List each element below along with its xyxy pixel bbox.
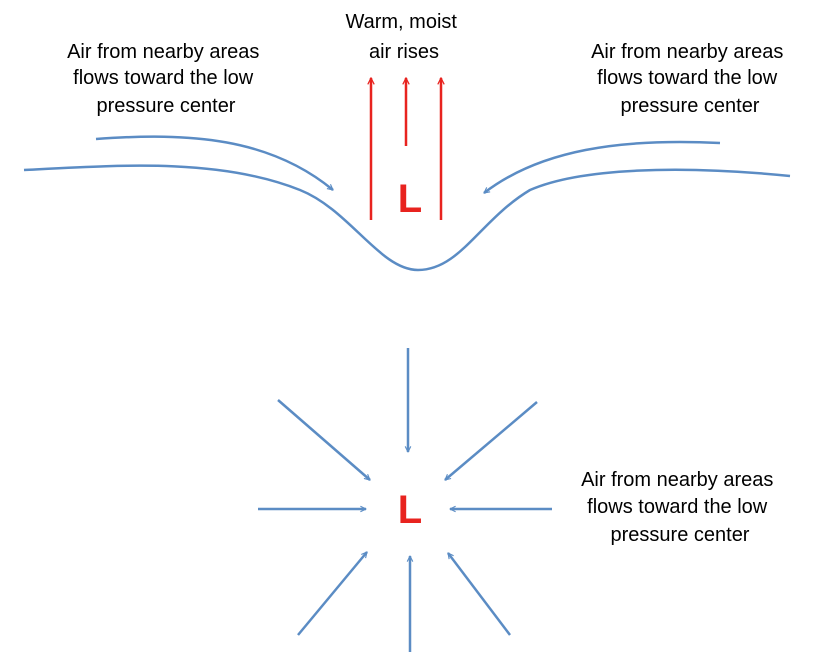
left-inflow-label: Air from nearby areas flows toward the l…: [67, 41, 265, 117]
inflow-arrow-northeast: [445, 401, 538, 481]
right-inflow-arrow: [484, 140, 721, 194]
map-inflow-label: Air from nearby areas flows toward the l…: [581, 469, 779, 546]
pressure-surface-curve: [23, 164, 791, 272]
rising-air-label: Warm, moist air rises: [345, 11, 462, 63]
cross-section-panel: L Warm, moist air rises Air from nearby …: [23, 11, 791, 272]
map-view-panel: L Air from nearby areas flows toward the…: [258, 348, 779, 652]
inflow-arrow-northwest: [277, 399, 370, 481]
low-pressure-symbol-top: L: [398, 177, 422, 221]
inflow-arrow-southwest: [297, 552, 368, 636]
low-pressure-symbol-bottom: L: [398, 488, 422, 532]
left-inflow-arrow: [95, 135, 333, 191]
right-inflow-label: Air from nearby areas flows toward the l…: [591, 41, 789, 117]
inflow-arrow-southeast: [447, 553, 511, 636]
